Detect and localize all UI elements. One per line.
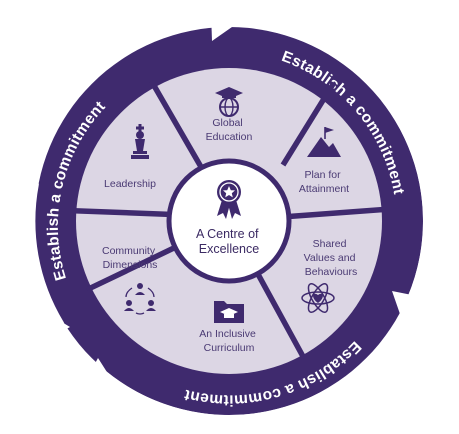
award-ribbon-icon [217, 180, 241, 219]
segment-leadership: Leadership [104, 124, 156, 190]
mountain-flag-icon [307, 127, 341, 157]
folder-graduation-icon [214, 301, 244, 323]
segment-plan-for-attainment: Plan for Attainment [299, 127, 349, 195]
chess-king-icon [131, 124, 149, 159]
atom-heart-icon [301, 283, 335, 313]
cycle-arrowheads [47, 12, 417, 380]
center-circle [166, 158, 292, 284]
label-shared-values: Shared Values and Behaviours [304, 238, 359, 278]
segment-dividers [73, 79, 384, 360]
label-community-dimensions: Community Dimensions [102, 245, 158, 271]
cycle-arrows [29, 21, 429, 421]
community-cycle-icon [124, 283, 156, 315]
segment-global-education: Global Education [206, 87, 253, 143]
label-global-education: Global Education [206, 117, 253, 143]
label-plan-for-attainment: Plan for Attainment [299, 169, 349, 195]
segment-inclusive-curriculum: An Inclusive Curriculum [199, 301, 259, 354]
segment-community-dimensions: Community Dimensions [102, 245, 158, 315]
label-leadership: Leadership [104, 178, 156, 190]
globe-graduation-icon [215, 87, 243, 117]
segment-shared-values: Shared Values and Behaviours [301, 238, 359, 313]
center-label: A Centre of Excellence [196, 227, 262, 256]
label-inclusive-curriculum: An Inclusive Curriculum [199, 328, 259, 354]
